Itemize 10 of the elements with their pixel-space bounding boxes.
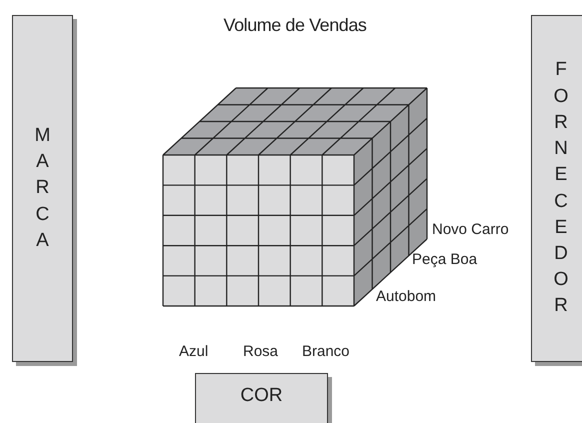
axis-value-label: Peça Boa: [412, 250, 478, 270]
dimension-name: COR: [240, 384, 283, 408]
axis-value-label: Autobom: [376, 287, 436, 307]
axis-value-label: Branco: [302, 342, 350, 362]
axis-value-label: Novo Carro: [432, 220, 509, 240]
diagram-title: Volume de Vendas: [222, 14, 368, 37]
dimension-name: MARCA: [34, 124, 52, 253]
axis-value-label: Azul: [179, 342, 208, 362]
axis-value-label: Rosa: [243, 342, 278, 362]
dimension-name: FORNECEDOR: [552, 58, 570, 318]
